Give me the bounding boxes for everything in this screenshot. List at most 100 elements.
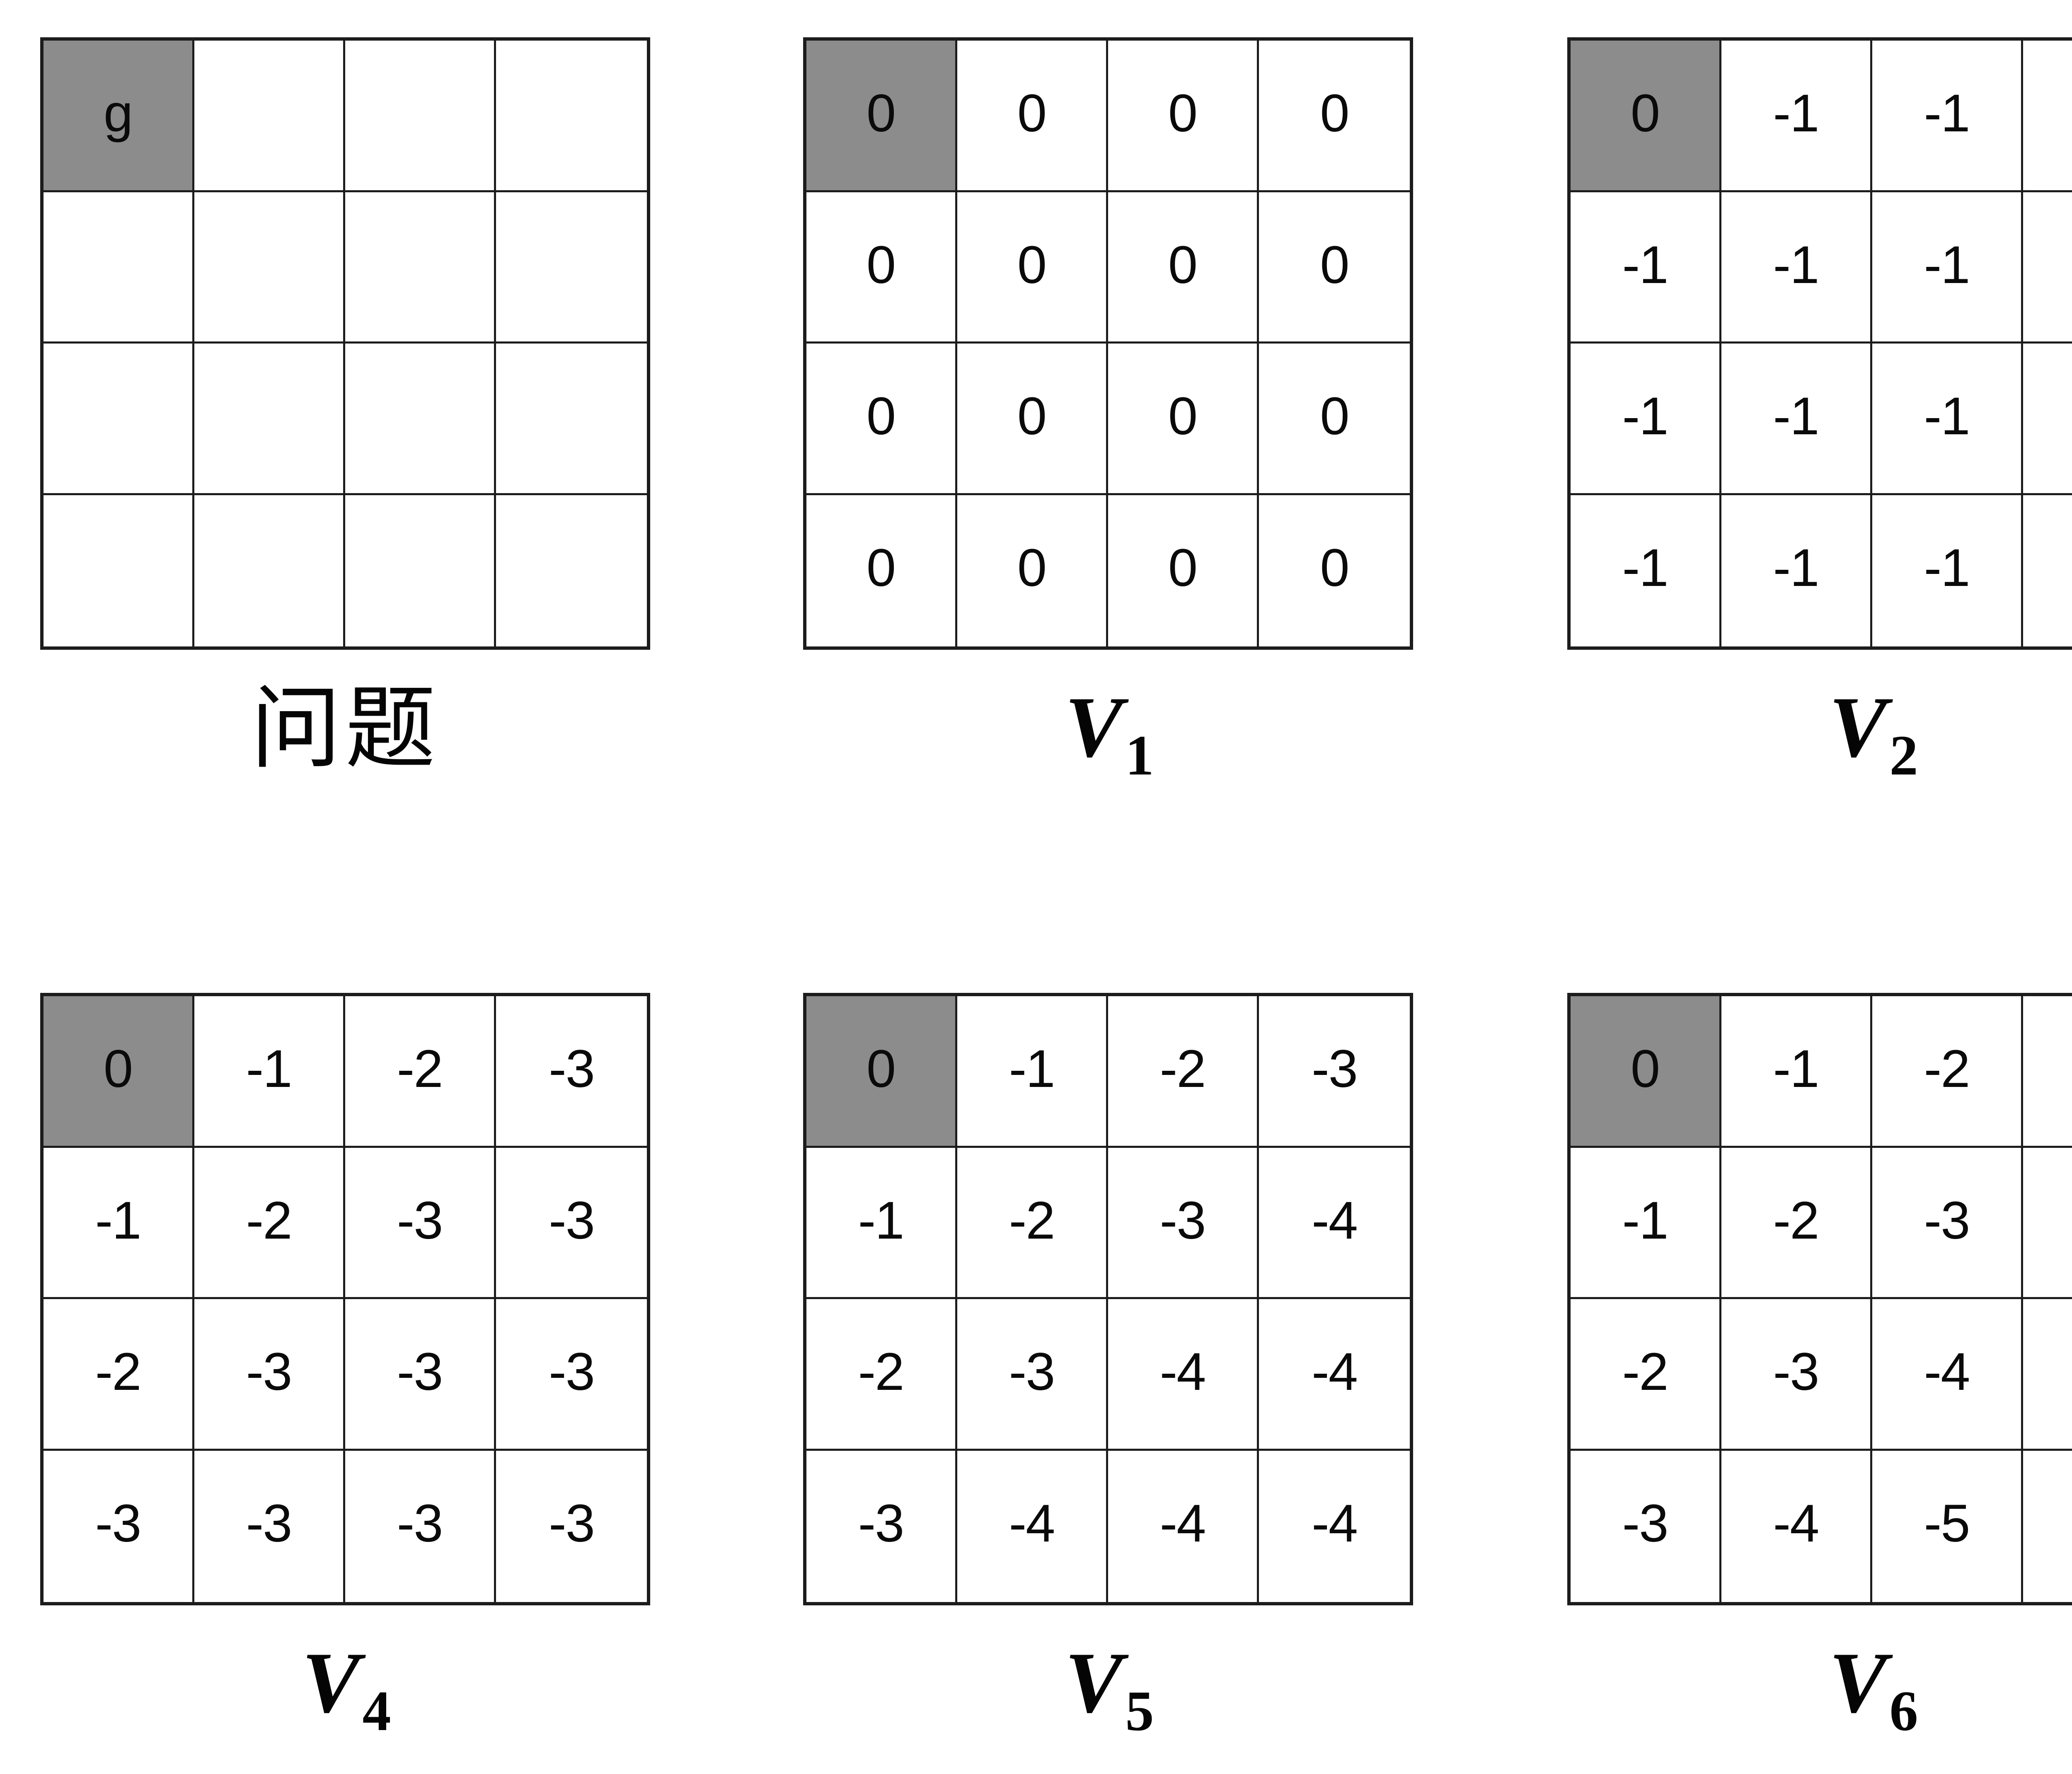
grid-cell[interactable] [345, 495, 496, 646]
grid-cell[interactable]: -3 [345, 1299, 496, 1451]
grid-cell[interactable]: -1 [1571, 1147, 1721, 1299]
grid-cell[interactable]: -3 [496, 996, 647, 1148]
grid-cell[interactable]: -2 [1108, 996, 1259, 1148]
grid-cell[interactable]: 0 [806, 344, 957, 495]
grid-cell[interactable]: -4 [1259, 1147, 1410, 1299]
grid-cell[interactable]: -4 [1259, 1450, 1410, 1602]
grid-cell[interactable]: -1 [2023, 192, 2072, 344]
grid-cell[interactable]: -3 [496, 1299, 647, 1451]
grid-cell[interactable]: 0 [957, 41, 1108, 192]
grid-cell[interactable]: -3 [194, 1450, 345, 1602]
grid-cell[interactable]: -4 [1872, 1299, 2023, 1451]
grid-cell[interactable]: -2 [806, 1299, 957, 1451]
grid-cell[interactable]: 0 [1259, 495, 1410, 646]
grid-cell[interactable]: -3 [496, 1450, 647, 1602]
grid-cell[interactable]: 0 [806, 41, 957, 192]
grid-cell[interactable]: -3 [2023, 996, 2072, 1148]
grid-cell[interactable]: -1 [1872, 41, 2023, 192]
grid-cell[interactable]: -1 [1721, 344, 1872, 495]
grid-cell[interactable]: 0 [1108, 192, 1259, 344]
grid-cell[interactable] [496, 41, 647, 192]
grid-cell[interactable]: 0 [1259, 192, 1410, 344]
grid-cell[interactable]: -2 [194, 1147, 345, 1299]
grid-cell[interactable]: -1 [957, 996, 1108, 1148]
cell-value: 0 [1168, 84, 1198, 143]
grid-cell[interactable] [44, 344, 194, 495]
grid-cell[interactable]: -2 [44, 1299, 194, 1451]
grid-cell[interactable] [345, 192, 496, 344]
grid-cell[interactable]: 0 [806, 495, 957, 646]
grid-cell[interactable]: g [44, 41, 194, 192]
grid-cell[interactable]: 0 [957, 495, 1108, 646]
grid-cell[interactable]: -1 [1721, 996, 1872, 1148]
grid-cell[interactable]: -3 [806, 1450, 957, 1602]
grid-cell[interactable] [496, 495, 647, 646]
grid-cell[interactable]: -1 [194, 996, 345, 1148]
grid-cell[interactable]: -5 [2023, 1299, 2072, 1451]
grid-cell[interactable] [194, 344, 345, 495]
grid-cell[interactable]: -5 [2023, 1450, 2072, 1602]
grid-cell[interactable]: -1 [1721, 192, 1872, 344]
grid-cell[interactable] [194, 495, 345, 646]
grid-cell[interactable]: -3 [44, 1450, 194, 1602]
grid-cell[interactable]: -3 [496, 1147, 647, 1299]
grid-cell[interactable]: 0 [1571, 41, 1721, 192]
grid-cell[interactable]: 0 [806, 192, 957, 344]
grid-cell[interactable]: 0 [806, 996, 957, 1148]
grid-cell[interactable]: -3 [1259, 996, 1410, 1148]
grid-cell[interactable]: -2 [1721, 1147, 1872, 1299]
grid-cell[interactable]: -1 [44, 1147, 194, 1299]
grid-cell[interactable]: 0 [44, 996, 194, 1148]
grid-cell[interactable]: -1 [1571, 495, 1721, 646]
grid-cell[interactable]: -1 [1721, 41, 1872, 192]
grid-cell[interactable]: -4 [957, 1450, 1108, 1602]
grid-cell[interactable]: 0 [1259, 41, 1410, 192]
cell-value: -3 [549, 1342, 595, 1401]
grid-cell[interactable]: 0 [1108, 344, 1259, 495]
grid-cell[interactable]: -1 [1571, 344, 1721, 495]
grid-cell[interactable]: -4 [1259, 1299, 1410, 1451]
grid-cell[interactable]: -1 [1721, 495, 1872, 646]
grid-cell[interactable] [345, 41, 496, 192]
grid-cell[interactable]: -5 [1872, 1450, 2023, 1602]
grid-cell[interactable]: 0 [1259, 344, 1410, 495]
grid-cell[interactable] [194, 41, 345, 192]
grid-cell[interactable]: -3 [194, 1299, 345, 1451]
grid-cell[interactable]: -1 [1571, 192, 1721, 344]
grid-cell[interactable]: -3 [1721, 1299, 1872, 1451]
grid-cell[interactable] [345, 344, 496, 495]
grid-cell[interactable]: -2 [345, 996, 496, 1148]
grid-cell[interactable]: -2 [1872, 996, 2023, 1148]
grid-cell[interactable]: -1 [2023, 344, 2072, 495]
grid-cell[interactable] [194, 192, 345, 344]
grid-cell[interactable]: -1 [2023, 41, 2072, 192]
grid-cell[interactable]: -2 [957, 1147, 1108, 1299]
grid-cell[interactable]: -4 [2023, 1147, 2072, 1299]
grid-cell[interactable]: 0 [1108, 495, 1259, 646]
grid-cell[interactable]: -3 [1108, 1147, 1259, 1299]
grid-cell[interactable] [496, 344, 647, 495]
grid-cell[interactable]: -4 [1108, 1450, 1259, 1602]
cell-value: -4 [1312, 1493, 1358, 1553]
grid-cell[interactable]: -1 [806, 1147, 957, 1299]
grid-cell[interactable]: -1 [2023, 495, 2072, 646]
grid-cell[interactable]: -3 [345, 1450, 496, 1602]
grid-cell[interactable]: -3 [1872, 1147, 2023, 1299]
grid-cell[interactable]: -3 [345, 1147, 496, 1299]
grid-cell[interactable]: 0 [957, 344, 1108, 495]
grid-cell[interactable]: 0 [1108, 41, 1259, 192]
grid-cell[interactable] [44, 495, 194, 646]
grid-cell[interactable]: 0 [1571, 996, 1721, 1148]
grid-cell[interactable]: -4 [1721, 1450, 1872, 1602]
grid-cell[interactable]: -1 [1872, 344, 2023, 495]
grid-cell[interactable]: -1 [1872, 192, 2023, 344]
grid-cell[interactable]: -1 [1872, 495, 2023, 646]
grid-cell[interactable]: 0 [957, 192, 1108, 344]
grid-cell[interactable] [44, 192, 194, 344]
grid-cell[interactable] [496, 192, 647, 344]
grid-cell[interactable]: -3 [1571, 1450, 1721, 1602]
grid-cell[interactable]: -2 [1571, 1299, 1721, 1451]
grid-cell[interactable]: -4 [1108, 1299, 1259, 1451]
grid-cell[interactable]: -3 [957, 1299, 1108, 1451]
cell-value: -3 [1009, 1342, 1055, 1401]
